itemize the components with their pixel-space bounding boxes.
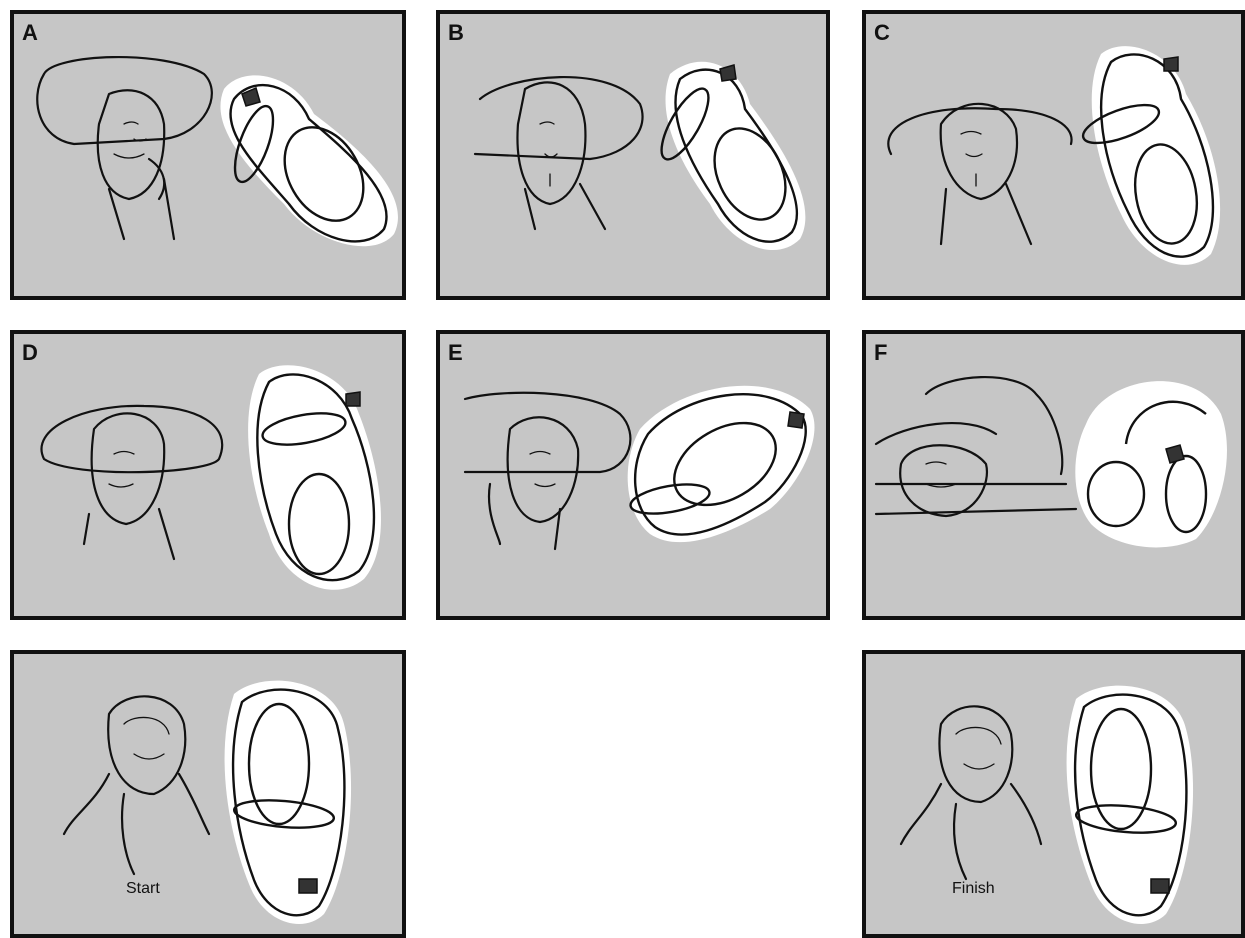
panel-e: E bbox=[436, 330, 830, 620]
head-and-labyrinth-illustration bbox=[14, 334, 402, 616]
panel-c: C bbox=[862, 10, 1245, 300]
panel-b: B bbox=[436, 10, 830, 300]
head-and-labyrinth-illustration bbox=[866, 14, 1241, 296]
examiner-patient-and-labyrinth-illustration bbox=[866, 334, 1241, 616]
head-and-labyrinth-illustration bbox=[14, 654, 402, 938]
panel-a: A bbox=[10, 10, 406, 300]
head-and-labyrinth-illustration bbox=[14, 14, 402, 296]
start-caption: Start bbox=[126, 880, 160, 898]
panel-finish: Finish bbox=[862, 650, 1245, 938]
panel-d: D bbox=[10, 330, 406, 620]
panel-start: Start bbox=[10, 650, 406, 938]
finish-caption: Finish bbox=[952, 880, 995, 898]
panel-f: F bbox=[862, 330, 1245, 620]
head-and-labyrinth-illustration bbox=[866, 654, 1241, 938]
head-and-labyrinth-illustration bbox=[440, 334, 826, 616]
head-and-labyrinth-illustration bbox=[440, 14, 826, 296]
